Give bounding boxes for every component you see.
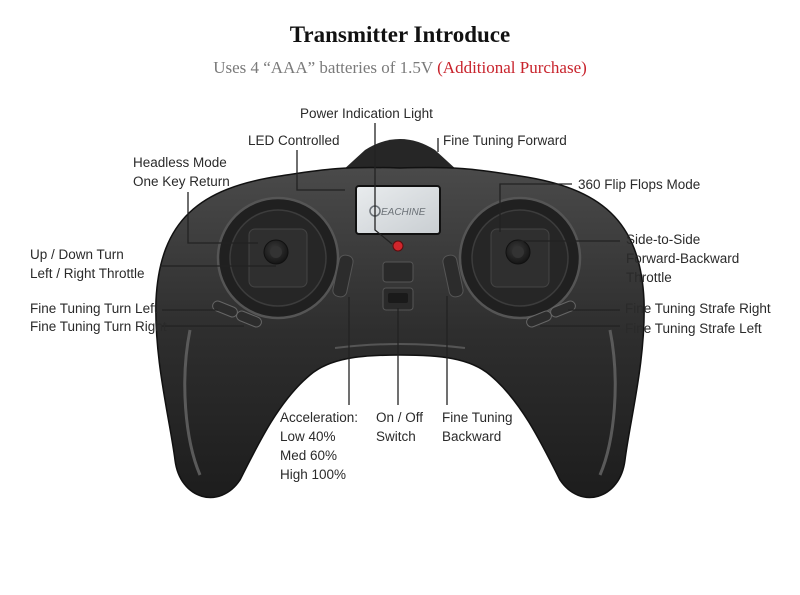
line-power-light xyxy=(374,123,393,245)
line-flip-mode xyxy=(499,183,572,232)
label-fine-tuning-turn-left: Fine Tuning Turn Left xyxy=(30,301,158,316)
acceleration-line-1: Acceleration: xyxy=(280,410,359,425)
headless-line-1: Headless Mode xyxy=(133,155,227,170)
label-right-stick: Side-to-Side Forward-Backward Throttle xyxy=(626,230,739,287)
label-flip-flops-mode: 360 Flip Flops Mode xyxy=(578,177,701,192)
left-stick-line-2: Left / Right Throttle xyxy=(30,266,145,281)
on-off-line-2: Switch xyxy=(376,429,416,444)
fine-tuning-backward-button xyxy=(442,254,464,298)
power-led xyxy=(392,240,404,252)
leader-lines xyxy=(160,123,620,405)
strafe-left-trim xyxy=(526,310,552,328)
left-stick-line-1: Up / Down Turn xyxy=(30,247,124,262)
right-stick-line-2: Forward-Backward xyxy=(626,251,740,266)
battery-note: Uses 4 “AAA” batteries of 1.5V xyxy=(213,58,433,77)
label-led-controlled: LED Controlled xyxy=(248,133,340,148)
label-power-indication-light: Power Indication Light xyxy=(300,106,433,121)
label-fine-tuning-strafe-right: Fine Tuning Strafe Right xyxy=(625,301,771,316)
lcd-screen xyxy=(355,185,441,235)
line-led-controlled xyxy=(296,150,345,191)
label-on-off-switch: On / Off Switch xyxy=(376,408,423,446)
label-headless-mode: Headless Mode One Key Return xyxy=(133,153,230,191)
label-fine-tuning-strafe-left: Fine Tuning Strafe Left xyxy=(625,321,762,336)
right-stick-line-1: Side-to-Side xyxy=(626,232,701,247)
page-title: Transmitter Introduce xyxy=(289,22,511,47)
right-grip-highlight xyxy=(598,329,617,476)
on-off-line-1: On / Off xyxy=(376,410,424,425)
page-subtitle: Uses 4 “AAA” batteries of 1.5V (Addition… xyxy=(0,58,800,78)
left-grip-highlight xyxy=(183,329,202,476)
label-fine-tuning-forward: Fine Tuning Forward xyxy=(443,133,567,148)
fine-backward-line-2: Backward xyxy=(442,429,502,444)
additional-purchase-note: (Additional Purchase) xyxy=(437,58,587,77)
label-fine-tuning-backward: Fine Tuning Backward xyxy=(442,408,513,446)
headless-line-2: One Key Return xyxy=(133,174,230,189)
speed-button xyxy=(382,261,414,283)
right-stick-line-3: Throttle xyxy=(626,270,672,285)
acceleration-line-2: Low 40% xyxy=(280,429,336,444)
label-left-stick: Up / Down Turn Left / Right Throttle xyxy=(30,245,145,283)
acceleration-line-3: Med 60% xyxy=(280,448,338,463)
fine-backward-line-1: Fine Tuning xyxy=(442,410,513,425)
acceleration-line-4: High 100% xyxy=(280,467,347,482)
line-headless xyxy=(187,192,258,244)
brand-text: EACHINE xyxy=(381,207,426,218)
label-fine-tuning-turn-right: Fine Tuning Turn Right xyxy=(30,319,167,334)
acceleration-button xyxy=(332,254,354,298)
turn-right-trim xyxy=(236,310,262,328)
label-acceleration: Acceleration: Low 40% Med 60% High 100% xyxy=(280,408,358,484)
